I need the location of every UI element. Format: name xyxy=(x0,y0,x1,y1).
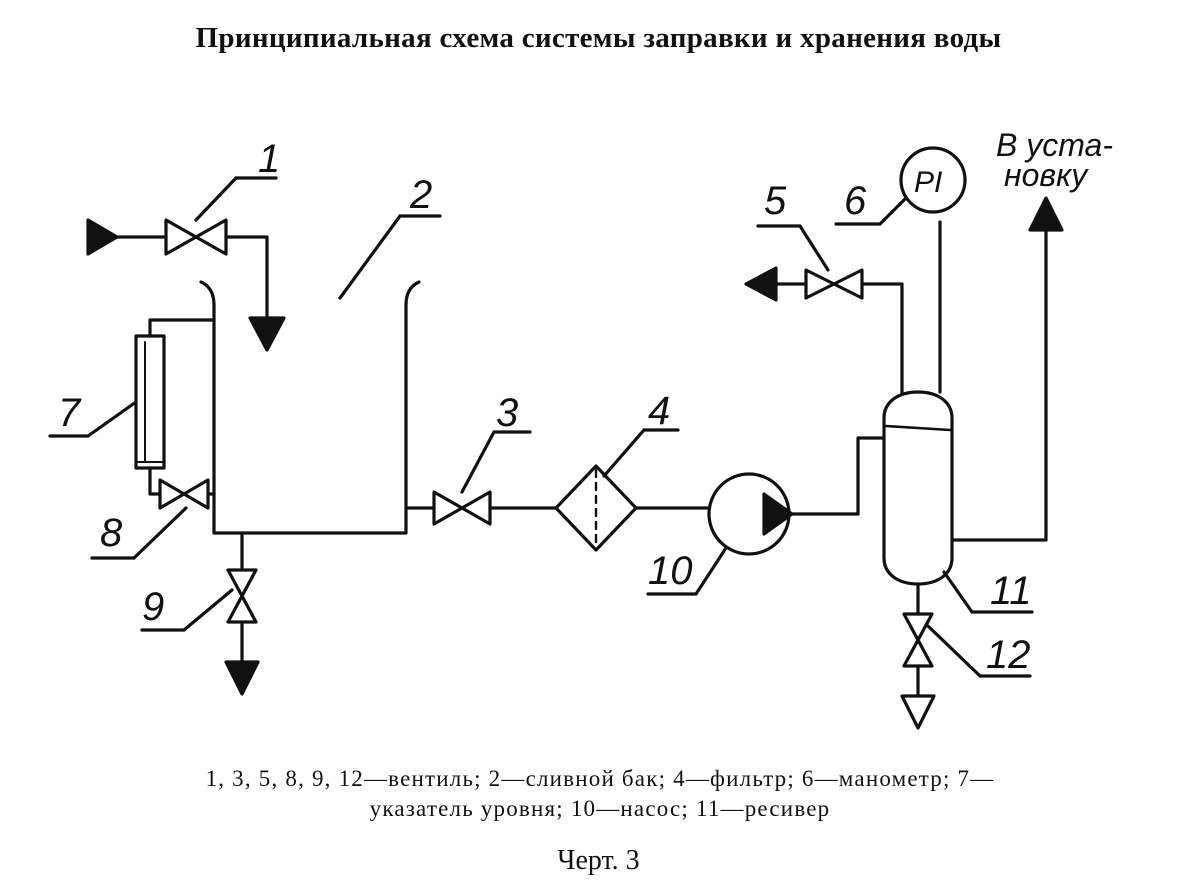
gauge-label: PI xyxy=(914,166,942,199)
label-1: 1 xyxy=(258,137,280,181)
outlet-label-line2: новку xyxy=(1004,157,1089,193)
legend-line-2: указатель уровня; 10—насос; 11—ресивер xyxy=(369,796,831,821)
drain-arrow xyxy=(224,660,260,696)
label-3: 3 xyxy=(496,391,518,435)
receiver-11 xyxy=(882,390,954,586)
label-4: 4 xyxy=(648,389,670,433)
leader-1 xyxy=(194,176,238,222)
drain-arrow-12 xyxy=(900,694,936,730)
leader-11 xyxy=(942,570,974,614)
diagram-title: Принципиальная схема системы заправки и … xyxy=(195,22,1002,54)
vent-arrow xyxy=(744,266,778,302)
leader-2 xyxy=(338,214,402,300)
valve-1 xyxy=(164,218,228,256)
valve-8 xyxy=(158,478,210,510)
label-2: 2 xyxy=(409,173,432,217)
leader-9b xyxy=(182,588,234,632)
outlet-arrow xyxy=(1028,196,1064,232)
level-pipe-top xyxy=(148,318,216,338)
label-10: 10 xyxy=(648,549,693,593)
leader-4 xyxy=(602,428,646,478)
label-7: 7 xyxy=(58,391,82,435)
fill-arrow xyxy=(248,316,286,352)
tank-2 xyxy=(199,280,421,535)
outlet-label-line1: В уста- xyxy=(996,127,1113,163)
outlet-pipe xyxy=(950,228,1048,542)
leader-5b xyxy=(798,224,830,272)
label-9: 9 xyxy=(142,585,164,629)
label-6: 6 xyxy=(844,179,867,223)
label-8: 8 xyxy=(100,511,123,555)
leader-12 xyxy=(926,624,982,678)
valve-3 xyxy=(432,490,492,526)
pressure-gauge-6 xyxy=(899,146,967,214)
leader-8b xyxy=(132,506,188,560)
valve-9 xyxy=(226,568,258,624)
figure-caption: Черт. 3 xyxy=(557,845,640,876)
valve-12 xyxy=(902,612,934,668)
label-12: 12 xyxy=(986,633,1031,677)
leader-10b xyxy=(694,546,728,596)
leader-7b xyxy=(86,400,138,438)
valve-5 xyxy=(804,268,864,300)
inlet-arrow xyxy=(86,218,119,256)
leader-3 xyxy=(460,430,496,494)
level-pipe-bottom xyxy=(148,466,162,496)
leader-6b xyxy=(878,196,908,226)
legend-line-1: 1, 3, 5, 8, 9, 12—вентиль; 2—сливной бак… xyxy=(205,766,995,791)
label-5: 5 xyxy=(764,179,787,223)
level-indicator-7 xyxy=(134,334,166,470)
label-11: 11 xyxy=(990,569,1032,613)
fill-pipe xyxy=(224,235,269,320)
